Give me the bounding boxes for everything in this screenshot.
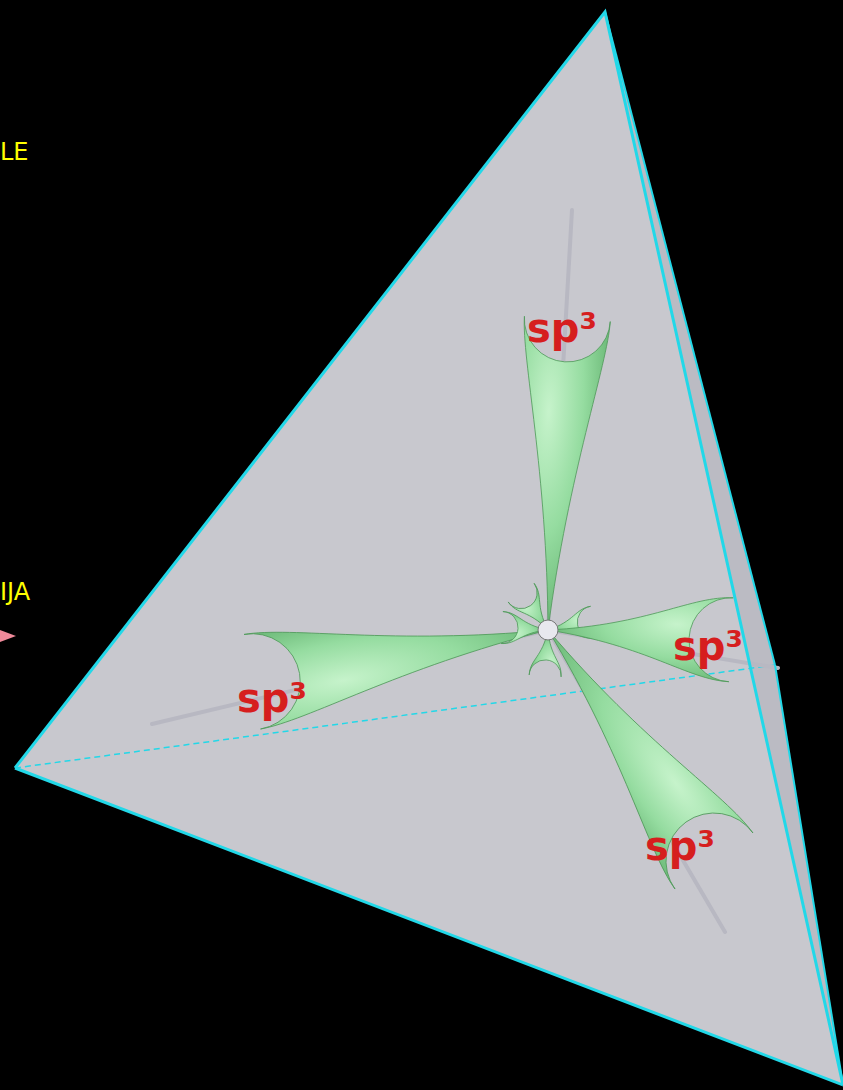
- arrow-mark: [0, 630, 16, 642]
- orbital-lobe: [505, 316, 610, 632]
- tetrahedron-edge: [775, 665, 843, 1085]
- orbital-label: sp³: [673, 623, 743, 669]
- orbital-label: sp³: [237, 675, 307, 721]
- orbital-label: sp³: [645, 823, 715, 869]
- side-label: IJA: [0, 578, 30, 606]
- tetrahedron-edge: [15, 12, 843, 1085]
- orbital-lobe: [509, 602, 753, 889]
- nucleus: [538, 620, 558, 640]
- tetrahedron-edge: [605, 12, 775, 665]
- orbital-label: sp³: [527, 305, 597, 351]
- orbital-lobe: [508, 583, 561, 639]
- side-label: LE: [0, 138, 29, 166]
- tetrahedron-face: [15, 12, 843, 1085]
- orbital-lobes: [244, 316, 753, 889]
